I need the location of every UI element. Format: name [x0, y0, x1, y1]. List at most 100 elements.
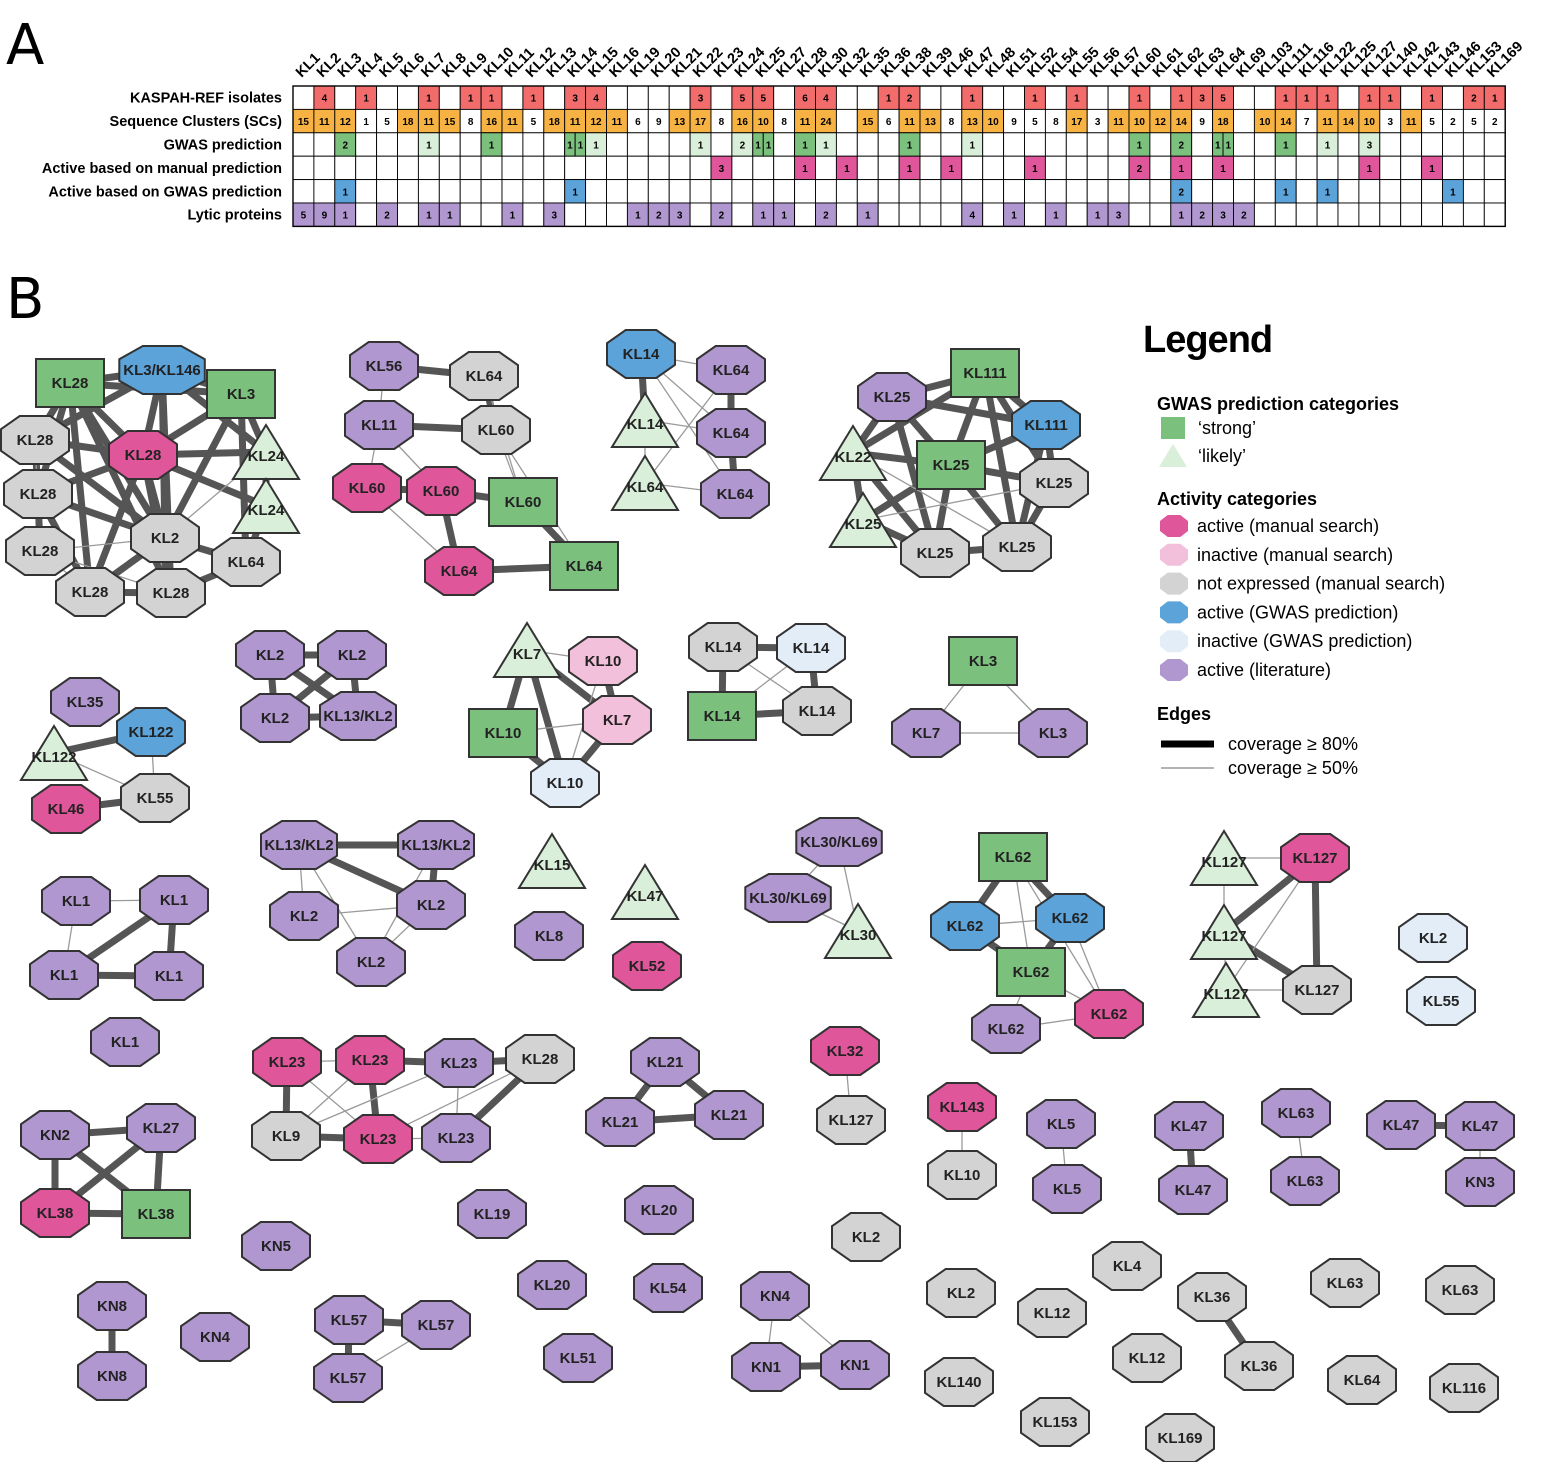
- network-node: KL1: [41, 876, 111, 926]
- cell-value: 2: [1199, 211, 1205, 222]
- cell-value: 3: [1387, 117, 1393, 128]
- network-node: KL4: [1092, 1241, 1162, 1291]
- network-node: KL13/KL2: [260, 820, 338, 870]
- matrix-cell: [501, 155, 524, 181]
- cell-value: 1: [1032, 94, 1038, 105]
- node-octagon: [50, 677, 120, 727]
- matrix-cell: [1379, 202, 1402, 227]
- cell-value: 6: [635, 117, 641, 128]
- node-octagon: [235, 630, 305, 680]
- legend-edges-title: Edges: [1157, 704, 1211, 724]
- network-node: KL64: [696, 408, 766, 458]
- matrix-cell: [313, 179, 336, 204]
- matrix-cell: [1003, 179, 1025, 204]
- node-label: KL28: [153, 585, 190, 602]
- cell-value: 1: [342, 211, 348, 222]
- matrix-cell: [1295, 179, 1318, 204]
- node-octagon: [126, 1103, 196, 1153]
- matrix-cell: [1044, 155, 1067, 181]
- node-label: KL64: [713, 362, 750, 379]
- node-label: KL32: [827, 1043, 864, 1060]
- node-octagon: [20, 1188, 90, 1238]
- node-octagon: [406, 466, 476, 516]
- matrix-cell: [438, 85, 461, 110]
- node-octagon: [77, 1281, 147, 1331]
- network-node: KL24: [231, 477, 301, 534]
- node-label: KL3: [969, 653, 997, 670]
- network-node: KL14: [688, 622, 758, 672]
- network-node: KN1: [731, 1342, 801, 1392]
- node-octagon: [41, 876, 111, 926]
- node-label: KL60: [349, 480, 386, 497]
- node-triangle: [828, 491, 898, 548]
- node-label: KL56: [366, 358, 403, 375]
- cell-value: 2: [740, 141, 746, 152]
- matrix-cell: [877, 132, 900, 157]
- matrix-cell: [480, 155, 503, 181]
- node-label: KL11: [361, 417, 397, 434]
- matrix-cell: [1337, 85, 1360, 110]
- node-label: KN4: [200, 1329, 231, 1346]
- network-node: KL10: [468, 708, 538, 758]
- matrix-cell: [1337, 179, 1360, 204]
- node-label: KL14: [799, 703, 836, 720]
- node-label: KL28: [22, 543, 59, 560]
- network-node: KN8: [77, 1351, 147, 1401]
- node-octagon: [1327, 1355, 1397, 1405]
- node-label: KL36: [1241, 1358, 1278, 1375]
- node-label: KL62: [1013, 964, 1050, 981]
- matrix-cell: [689, 179, 712, 204]
- cell-value: 9: [322, 211, 328, 222]
- matrix-cell: [1442, 155, 1464, 181]
- cell-value: 1: [1492, 94, 1498, 105]
- matrix-cell: [376, 132, 398, 157]
- node-octagon: [810, 1026, 880, 1076]
- matrix-cell: [1462, 155, 1485, 181]
- node-octagon: [1018, 708, 1088, 758]
- legend-gwas-title: GWAS prediction categories: [1157, 394, 1399, 414]
- network-node: KL60: [406, 466, 476, 516]
- network-node: KL127: [1189, 903, 1259, 960]
- cell-value: 18: [1217, 117, 1229, 128]
- row-label: Sequence Clusters (SCs): [110, 114, 283, 130]
- network-node: KL14: [776, 623, 846, 673]
- cell-value: 13: [967, 117, 979, 128]
- matrix-cell: [1295, 132, 1318, 157]
- node-label: KL127: [1294, 982, 1339, 999]
- cell-value: 11: [904, 117, 915, 128]
- node-label: KL13/KL2: [323, 708, 392, 725]
- node-label: KL23: [360, 1131, 397, 1148]
- node-label: KL14: [793, 640, 830, 657]
- matrix-cell: [1358, 179, 1381, 204]
- matrix-cell: [1421, 179, 1443, 204]
- network-node: KL56: [349, 341, 419, 391]
- panel-label-a: A: [6, 13, 44, 78]
- node-label: KL10: [944, 1167, 981, 1184]
- node-label: KL2: [1419, 930, 1447, 947]
- matrix-cell: [1400, 202, 1423, 227]
- network-node: KL23: [424, 1038, 494, 1088]
- cell-value: 15: [444, 117, 456, 128]
- matrix-cell: [1253, 202, 1276, 227]
- network-node: KL2: [1398, 913, 1468, 963]
- matrix-cell: [856, 155, 879, 181]
- cell-value: 15: [298, 117, 310, 128]
- node-octagon: [424, 546, 494, 596]
- matrix-border: [292, 85, 1506, 228]
- network-node: KL10: [530, 758, 600, 808]
- matrix-cell: [689, 155, 712, 181]
- matrix-cell: [731, 155, 754, 181]
- network-node: KL38: [20, 1188, 90, 1238]
- node-label: KL5: [1047, 1116, 1075, 1133]
- network-node: KL25: [857, 372, 927, 422]
- network-node: KN2: [20, 1110, 90, 1160]
- node-label: KL46: [48, 801, 85, 818]
- cell-value: 1: [426, 94, 432, 105]
- node-label: KL111: [1024, 417, 1067, 434]
- matrix-cell: [1253, 155, 1276, 181]
- node-octagon: [424, 1038, 494, 1088]
- node-label: KL63: [1327, 1275, 1364, 1292]
- node-label: KL20: [641, 1202, 678, 1219]
- node-octagon: [396, 880, 466, 930]
